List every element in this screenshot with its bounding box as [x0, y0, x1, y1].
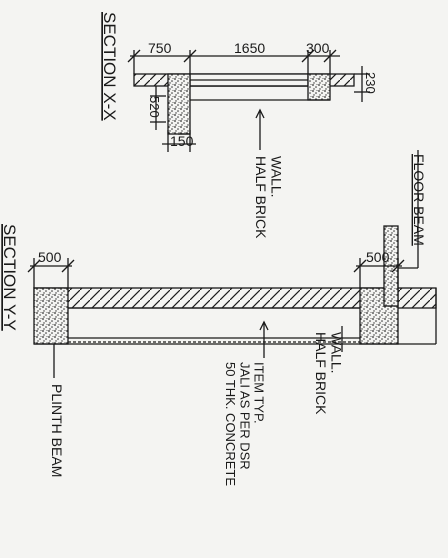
yy-dim-left: 500 [38, 249, 62, 265]
xx-dim-left: 750 [148, 40, 172, 56]
xx-dim-right: 300 [306, 40, 330, 56]
yy-note-floor-beam: FLOOR BEAM [411, 154, 427, 246]
yy-plinth-beam [33, 287, 69, 345]
xx-section-title: SECTION X-X [100, 12, 119, 121]
yy-dim-right: 500 [366, 249, 390, 265]
xx-dim-height-right: 230 [363, 72, 378, 94]
section-xx [127, 49, 370, 152]
xx-right-wall [307, 73, 331, 101]
xx-dim-middle: 1650 [234, 40, 265, 56]
xx-dim-bottom: 150 [170, 133, 194, 149]
yy-note-plinth-beam: PLINTH BEAM [49, 384, 65, 477]
xx-left-wall [167, 73, 191, 135]
xx-dim-height-left: 520 [147, 96, 162, 118]
yy-note-jali: 50 THK. CONCRETEJALI AS PER DSRITEM TYP. [223, 362, 267, 486]
xx-note-half-brick: HALF BRICKWALL. [253, 156, 284, 239]
section-yy [27, 150, 437, 378]
yy-section-title: SECTION Y-Y [0, 224, 19, 331]
yy-note-half-brick: HALF BRICKWALL. [313, 332, 344, 415]
